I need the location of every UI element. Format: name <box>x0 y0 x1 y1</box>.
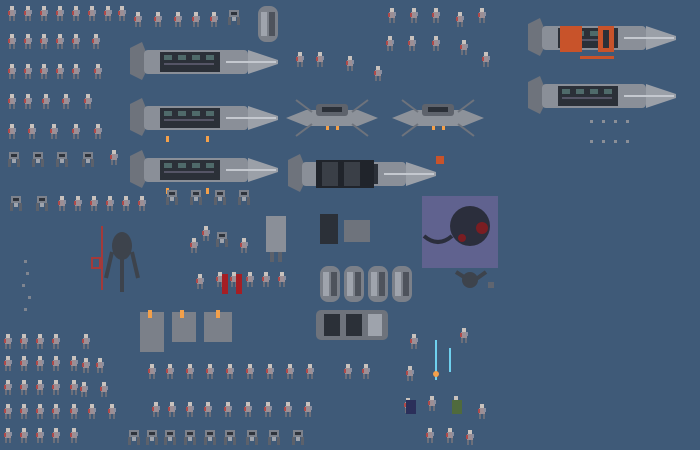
red-rocket-sprites <box>527 17 677 59</box>
creature-sprites <box>22 226 140 311</box>
capsule-sprites <box>316 214 412 340</box>
alien-portal-sprite <box>422 196 498 288</box>
small-soldier-sprites <box>4 334 370 445</box>
soldier-sprites-left <box>8 6 146 211</box>
explosion-sprites <box>404 328 486 445</box>
cargo-rocket-sprites <box>129 41 677 194</box>
robot-sprites <box>140 216 286 352</box>
